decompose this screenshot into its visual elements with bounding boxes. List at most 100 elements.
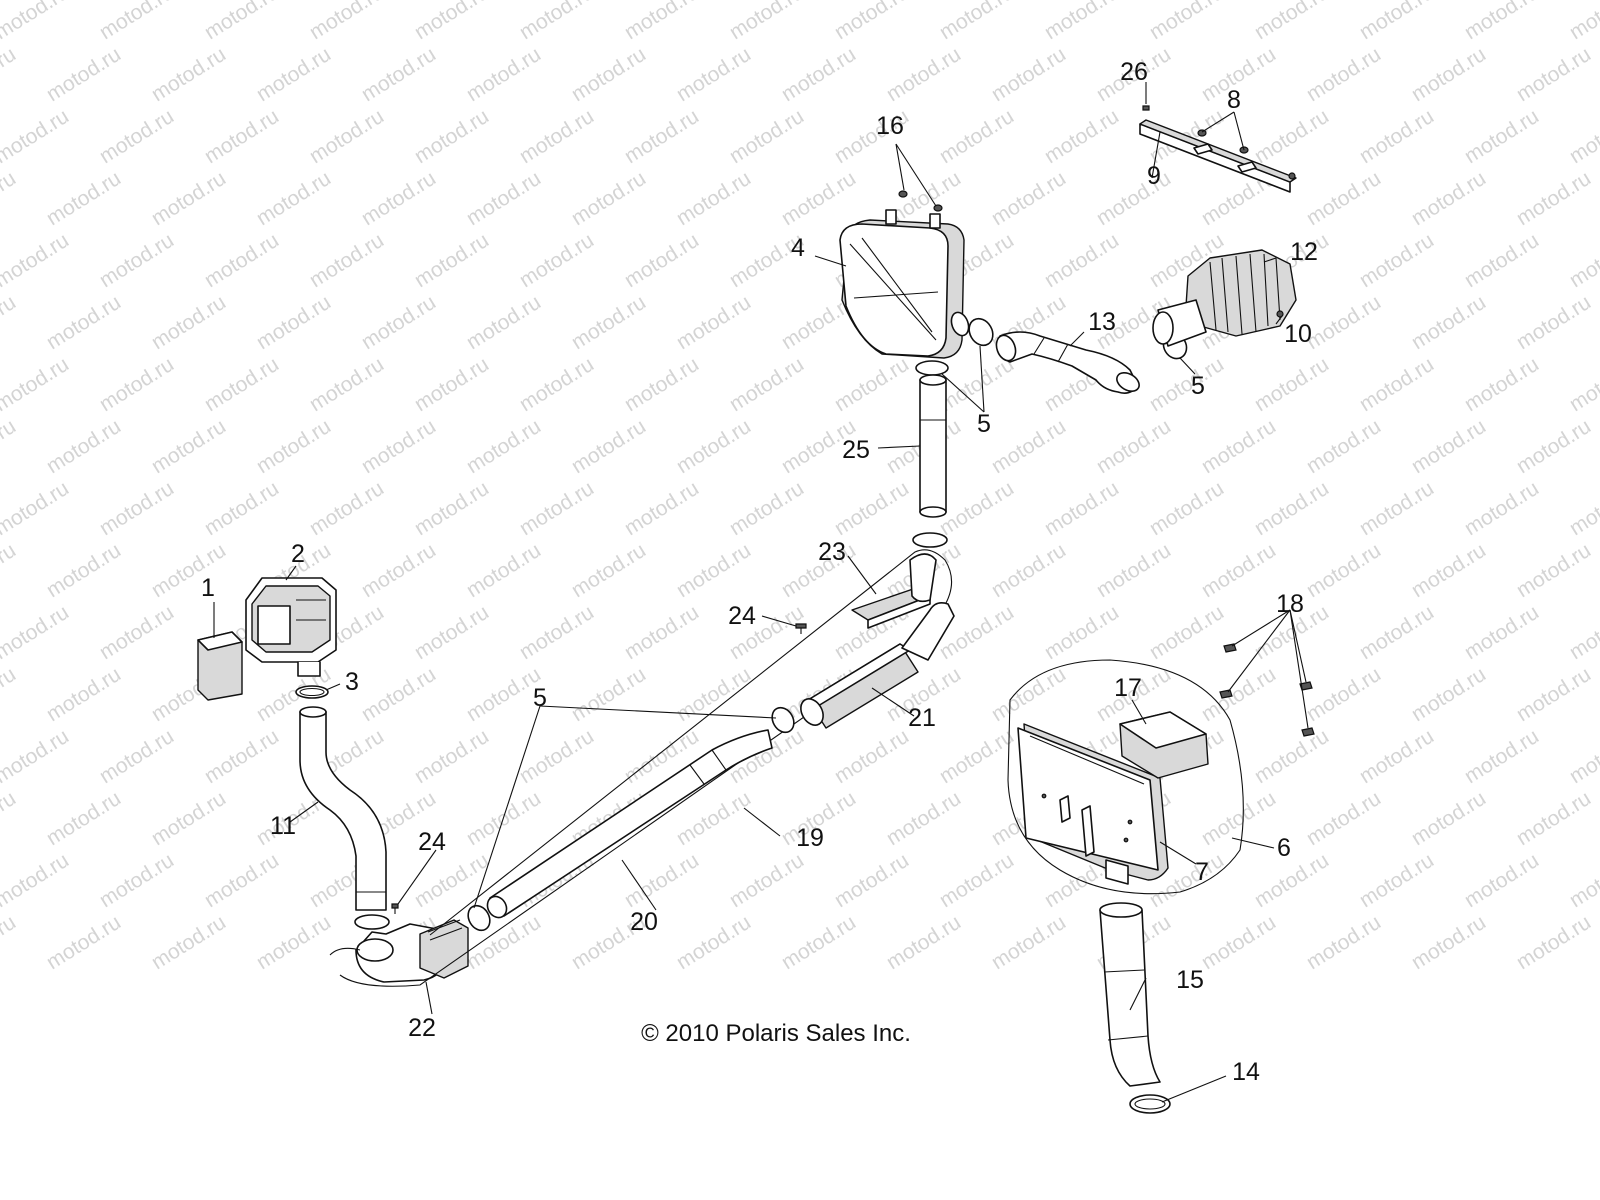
watermark-text: motod.ru [252,911,334,974]
watermark-text: motod.ru [200,725,282,788]
watermark-text: motod.ru [1302,787,1384,850]
watermark-text: motod.ru [147,415,229,478]
part-3-ring [295,685,329,699]
watermark-text: motod.ru [515,0,597,44]
copyright-notice: © 2010 Polaris Sales Inc. [641,1020,911,1047]
watermark-text: motod.ru [1565,0,1600,44]
watermark-text: motod.ru [830,477,912,540]
callout-labels: 1 2 3 4 5 5 5 6 7 8 9 10 11 12 13 14 15 … [201,58,1318,1086]
watermark-text: motod.ru [987,539,1069,602]
watermark-text: motod.ru [0,291,20,354]
watermark-text: motod.ru [462,415,544,478]
watermark-text: motod.ru [1565,725,1600,788]
watermark-text: motod.ru [95,477,177,540]
watermark-text: motod.ru [1302,167,1384,230]
part-4-airbox [839,209,970,359]
watermark-text: motod.ru [620,477,702,540]
callout-2: 2 [291,540,305,568]
watermark-text: motod.ru [0,415,20,478]
watermark-text: motod.ru [1460,229,1542,292]
watermark-text: motod.ru [1355,105,1437,168]
watermark-text: motod.ru [830,353,912,416]
watermark-text: motod.ru [147,539,229,602]
watermark-text: motod.ru [357,415,439,478]
watermark-text: motod.ru [1460,105,1542,168]
watermark-text: motod.ru [1040,477,1122,540]
watermark-text: motod.ru [410,105,492,168]
watermark-text: motod.ru [252,167,334,230]
watermark-text: motod.ru [620,229,702,292]
watermark-text: motod.ru [1565,849,1600,912]
callout-23: 23 [818,538,846,566]
watermark-text: motod.ru [252,43,334,106]
watermark-text: motod.ru [515,601,597,664]
watermark-text: motod.ru [1460,725,1542,788]
watermark-text: motod.ru [515,725,597,788]
watermark-text: motod.ru [95,725,177,788]
watermark-text: motod.ru [1197,911,1279,974]
part-9-strip-bracket [1139,119,1297,193]
watermark-text: motod.ru [95,0,177,44]
watermark-text: motod.ru [200,849,282,912]
watermark-text: motod.ru [0,601,73,664]
watermark-text: motod.ru [42,663,124,726]
watermark-text: motod.ru [725,353,807,416]
part-17-filter-element [1119,711,1209,779]
watermark-text: motod.ru [1250,477,1332,540]
part-11-hose [299,706,387,911]
watermark-text: motod.ru [1355,353,1437,416]
watermark-text: motod.ru [305,229,387,292]
watermark-text: motod.ru [672,911,754,974]
watermark-text: motod.ru [410,725,492,788]
watermark-text: motod.ru [305,477,387,540]
watermark-text: motod.ru [987,663,1069,726]
part-22-junction [354,914,469,983]
watermark-text: motod.ru [462,167,544,230]
watermark-text: motod.ru [0,477,73,540]
watermark-text: motod.ru [1512,787,1594,850]
watermark-text: motod.ru [672,415,754,478]
watermark-text: motod.ru [1355,725,1437,788]
part-12-engine [1152,249,1297,347]
watermark-text: motod.ru [0,539,20,602]
watermark-text: motod.ru [1145,601,1227,664]
watermark-text: motod.ru [357,291,439,354]
watermark-text: motod.ru [357,539,439,602]
callout-26: 26 [1120,58,1148,86]
watermark-text: motod.ru [1197,415,1279,478]
watermark-text: motod.ru [1145,353,1227,416]
callout-22: 22 [408,1014,436,1042]
watermark-text: motod.ru [1355,0,1437,44]
callout-3: 3 [345,668,359,696]
watermark-text: motod.ru [515,105,597,168]
watermark-text: motod.ru [1460,353,1542,416]
callout-7: 7 [1195,858,1209,886]
watermark-text: motod.ru [1197,787,1279,850]
watermark-text: motod.ru [1407,43,1489,106]
part-25-tube [912,374,948,548]
watermark-text: motod.ru [1512,291,1594,354]
watermark-text: motod.ru [1040,229,1122,292]
watermark-text: motod.ru [357,167,439,230]
part-8-nuts [1197,129,1296,180]
watermark-text: motod.ru [1250,105,1332,168]
watermark-text: motod.ru [777,167,859,230]
watermark-text: motod.ru [0,911,20,974]
watermark-text: motod.ru [410,0,492,44]
watermark-text: motod.ru [200,105,282,168]
watermark-text: motod.ru [935,105,1017,168]
watermark-text: motod.ru [1512,43,1594,106]
watermark-text: motod.ru [1040,105,1122,168]
watermark-text: motod.ru [147,787,229,850]
watermark-text: motod.ru [672,291,754,354]
callout-14: 14 [1232,1058,1260,1086]
watermark-text: motod.ru [567,291,649,354]
watermark-text: motod.ru [777,911,859,974]
part-16-bolts [898,190,943,212]
watermark-text: motod.ru [935,725,1017,788]
watermark-text: motod.ru [410,477,492,540]
watermark-text: motod.ru [1250,353,1332,416]
part-18-bolts [1219,643,1315,737]
part-24-screws [391,623,807,914]
